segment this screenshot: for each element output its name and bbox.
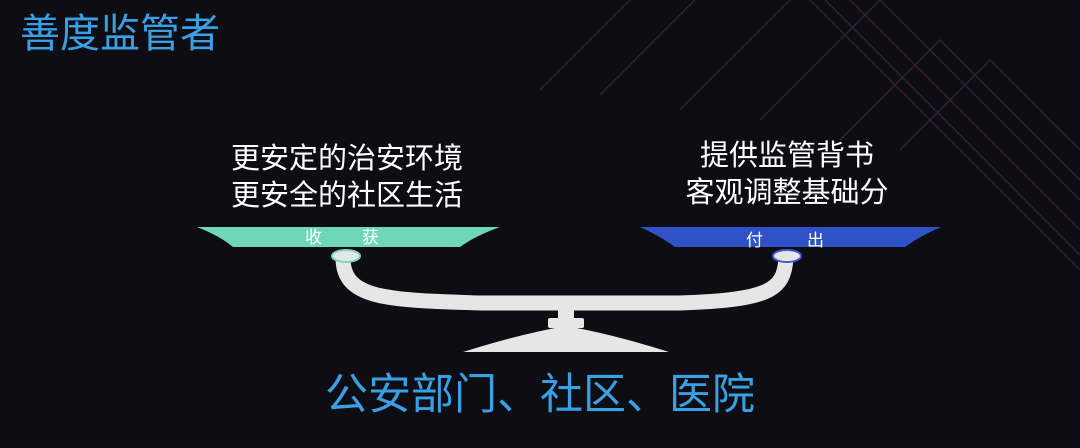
scale-pillar	[558, 301, 574, 323]
gain-description: 更安定的治安环境 更安全的社区生活	[187, 140, 507, 214]
cost-pan	[640, 227, 941, 247]
scale-base	[463, 326, 669, 352]
gain-line-2: 更安全的社区生活	[230, 178, 463, 212]
cost-line-1: 提供监管背书	[699, 138, 874, 172]
slide-title: 善度监管者	[20, 11, 220, 57]
cost-pan-joint	[772, 249, 802, 263]
gain-line-1: 更安定的治安环境	[230, 141, 463, 175]
cost-line-2: 客观调整基础分	[685, 175, 889, 209]
stakeholders-footer: 公安部门、社区、医院	[325, 370, 755, 420]
gain-pan-joint	[331, 249, 361, 263]
gain-pan	[197, 227, 500, 247]
scale-beam	[335, 250, 794, 311]
scale-pivot	[548, 318, 584, 328]
gain-pan-label: 收获	[305, 228, 419, 248]
cost-pan-label: 付出	[746, 231, 868, 251]
cost-description: 提供监管背书 客观调整基础分	[627, 137, 947, 211]
